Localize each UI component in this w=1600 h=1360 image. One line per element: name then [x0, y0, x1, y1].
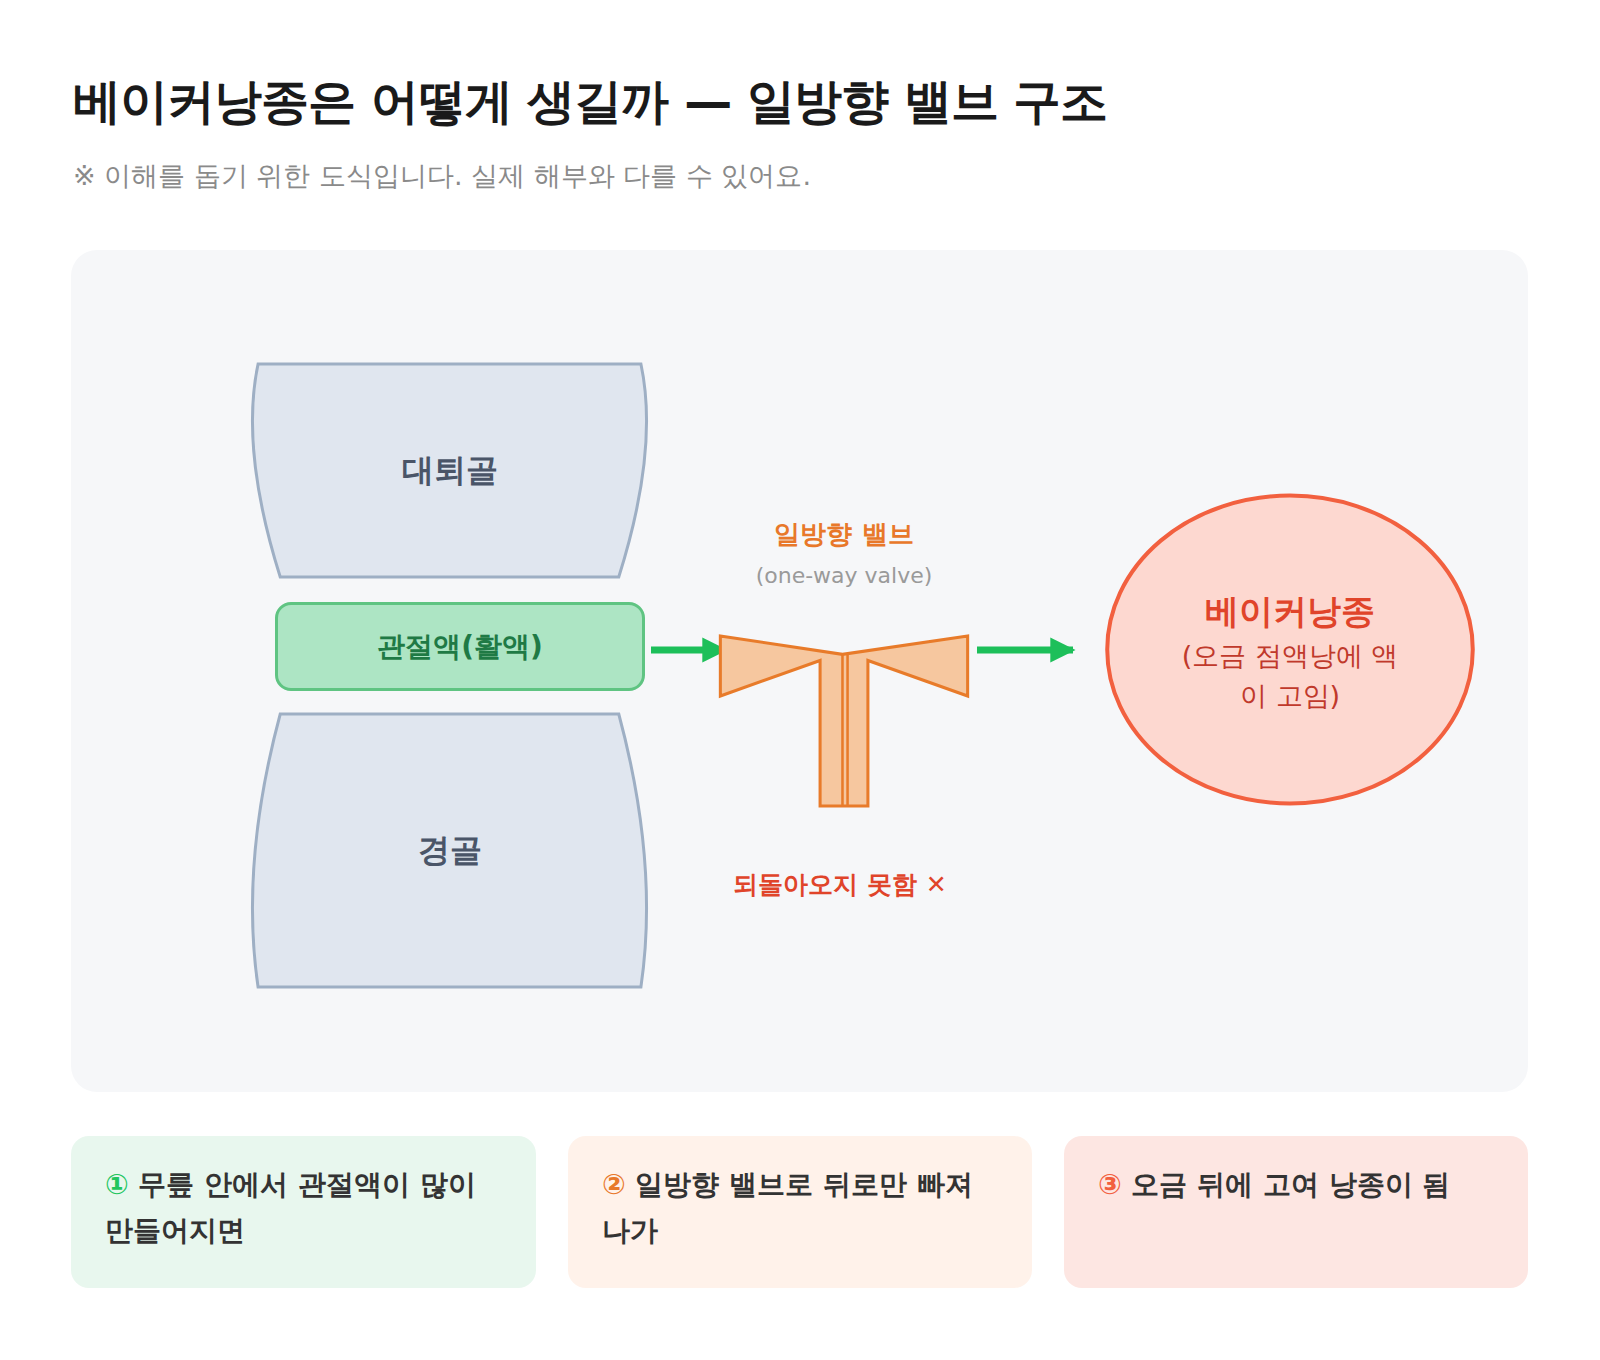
fluid-box: 관절액(활액): [275, 602, 645, 691]
step-card: ③ 오금 뒤에 고여 낭종이 됨: [1064, 1136, 1528, 1288]
caption: ※ 이해를 돕기 위한 도식입니다. 실제 해부와 다를 수 있어요.: [73, 158, 811, 194]
node-title: 일방향 밸브: [719, 517, 969, 552]
bone-shape: 경골: [248, 714, 651, 987]
node-title: ② 일방향 밸브로 뒤로만 빠져나가: [602, 1162, 992, 1254]
flow-arrow: [651, 647, 725, 654]
step-card: ② 일방향 밸브로 뒤로만 빠져나가: [568, 1136, 1032, 1288]
title: 베이커낭종은 어떻게 생길까 — 일방향 밸브 구조: [73, 70, 1107, 134]
node-title: ① 무릎 안에서 관절액이 많이 만들어지면: [105, 1162, 496, 1254]
bone-shape: 대퇴골: [248, 364, 651, 577]
step-card: ① 무릎 안에서 관절액이 많이 만들어지면: [71, 1136, 536, 1288]
node-title: ③ 오금 뒤에 고여 낭종이 됨: [1098, 1162, 1488, 1208]
valve-node: 일방향 밸브 (one-way valve): [719, 505, 969, 808]
cyst-ellipse: 베이커낭종(오금 점액낭에 액이 고임): [1105, 493, 1475, 806]
valve-shape: [719, 635, 969, 808]
node-title: 경골: [248, 829, 651, 873]
node-title: 관절액(활액): [278, 628, 642, 666]
node-note: (one-way valve): [719, 563, 969, 588]
flow-arrow: [977, 647, 1073, 654]
node-title: 베이커낭종: [1105, 589, 1475, 635]
note-label: 되돌아오지 못함 ✕: [700, 868, 980, 901]
node-title: 대퇴골: [248, 449, 651, 493]
node-note: (오금 점액낭에 액이 고임): [1175, 636, 1405, 716]
